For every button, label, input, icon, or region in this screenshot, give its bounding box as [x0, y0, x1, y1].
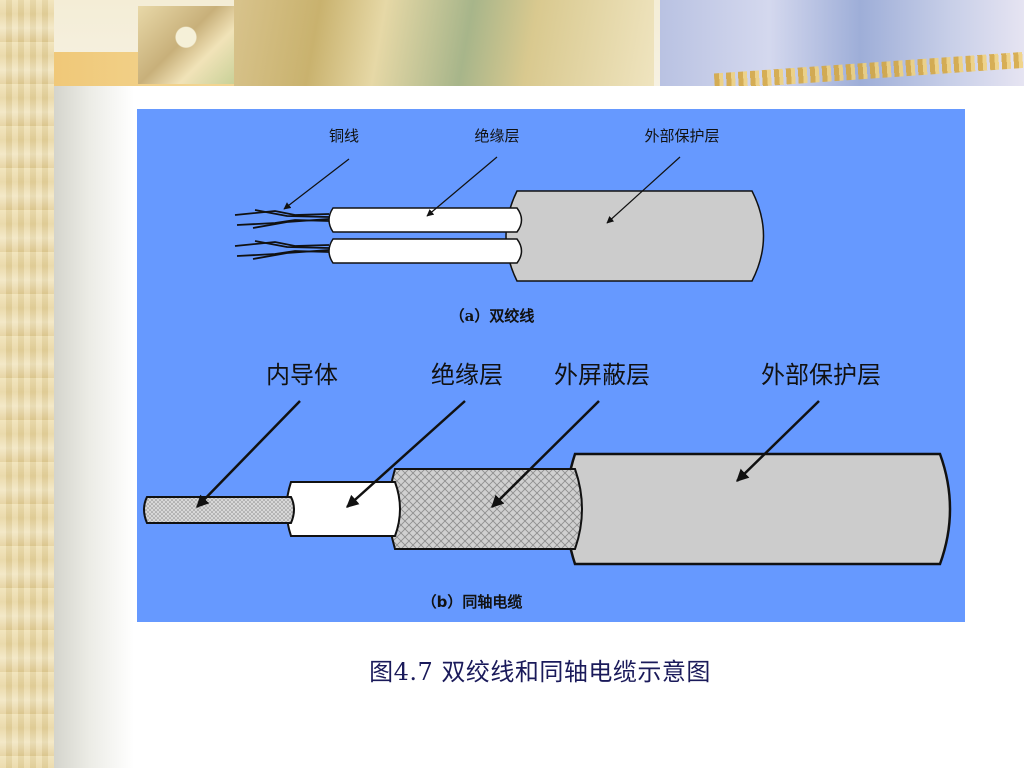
- cable-diagram-svg: 铜线 绝缘层 外部保护层 （a）双绞线: [143, 127, 952, 611]
- coaxial-cable: 内导体 绝缘层 外屏蔽层 外部保护层 （b）同轴电缆: [143, 361, 952, 611]
- coax-inner-conductor: [143, 496, 295, 524]
- banner-autumn-image: [234, 0, 654, 86]
- twisted-pair-cable: 铜线 绝缘层 外部保护层 （a）双绞线: [234, 127, 765, 325]
- caption-coaxial: （b）同轴电缆: [422, 593, 523, 611]
- left-decorative-strip: [0, 0, 54, 768]
- copper-wire-leader: [283, 158, 350, 210]
- twisted-pair-wire-1: [328, 207, 523, 233]
- insulation-leader-b: [346, 400, 466, 508]
- insulation-leader-a: [426, 156, 498, 217]
- coax-outer-shield: [388, 468, 583, 550]
- label-insulation-a: 绝缘层: [474, 127, 519, 145]
- outer-jacket-leader-b: [736, 400, 820, 482]
- caption-twisted-pair: （a）双绞线: [450, 307, 535, 325]
- left-shadow-gradient: [54, 86, 134, 768]
- label-outer-shield: 外屏蔽层: [554, 361, 650, 389]
- outer-jacket-leader-a: [606, 156, 681, 224]
- label-outer-jacket-b: 外部保护层: [761, 361, 881, 389]
- coax-insulation: [285, 481, 401, 537]
- copper-strands: [234, 209, 330, 260]
- top-decorative-banner: [54, 0, 1024, 86]
- figure-caption: 图4.7 双绞线和同轴电缆示意图: [369, 658, 711, 686]
- coax-outer-jacket: [564, 452, 952, 566]
- outer-shield-leader: [491, 400, 600, 508]
- twisted-pair-outer-jacket: [505, 190, 765, 282]
- label-outer-jacket-a: 外部保护层: [644, 127, 719, 145]
- twisted-pair-wire-2: [328, 238, 523, 264]
- label-insulation-b: 绝缘层: [431, 361, 503, 389]
- label-inner-conductor: 内导体: [266, 361, 338, 389]
- cable-diagram-panel: 铜线 绝缘层 外部保护层 （a）双绞线: [137, 109, 965, 622]
- inner-conductor-leader: [196, 400, 301, 508]
- label-copper-wire: 铜线: [329, 127, 359, 145]
